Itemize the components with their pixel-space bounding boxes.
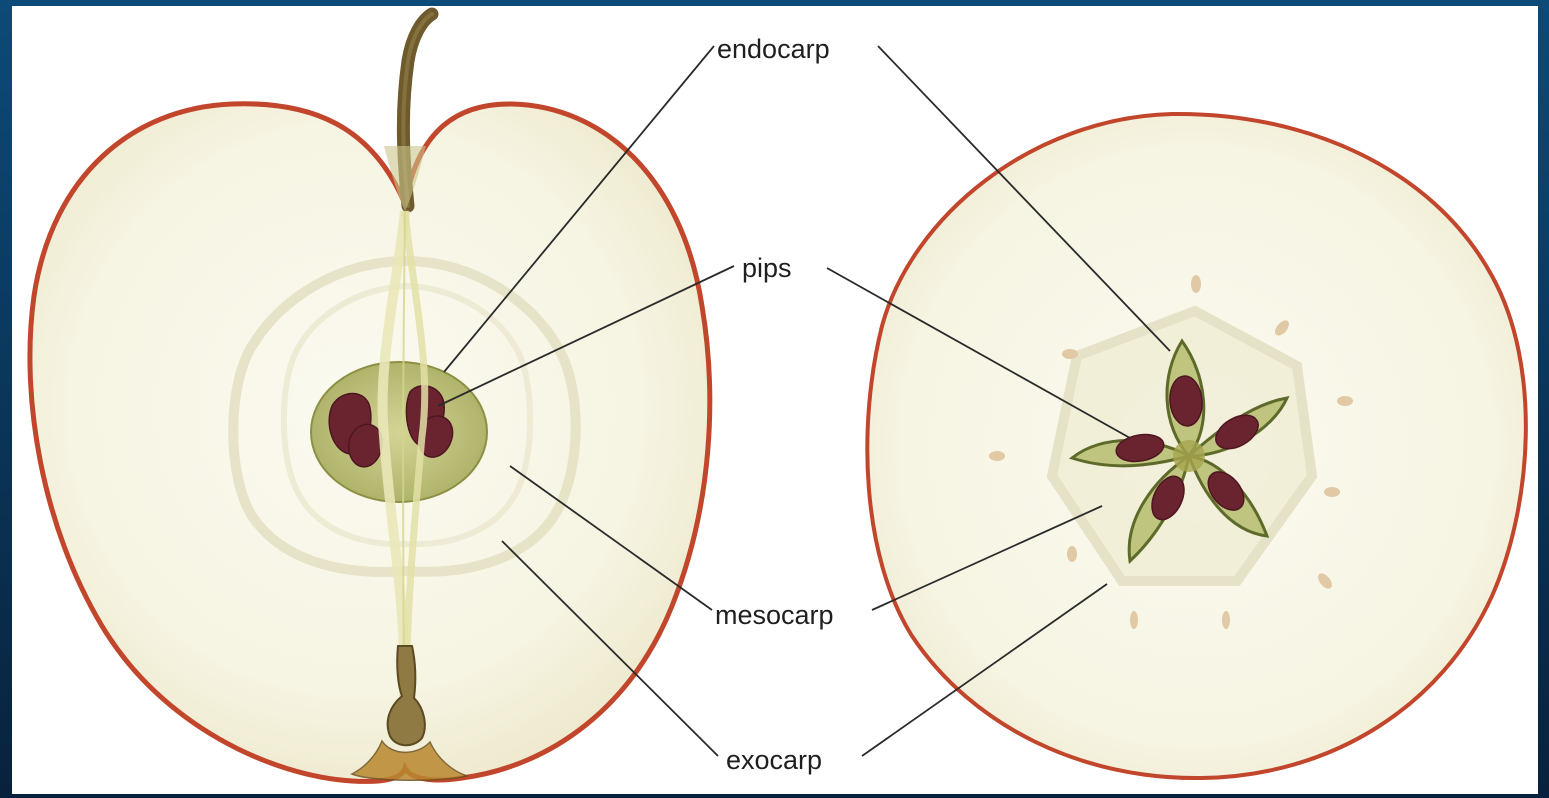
apple-diagram	[12, 6, 1538, 794]
right-core-centre	[1173, 440, 1205, 472]
apple-longitudinal-section	[30, 14, 710, 781]
label-mesocarp: mesocarp	[715, 600, 834, 631]
diagram-panel: endocarp pips mesocarp exocarp	[12, 6, 1538, 794]
apple-transverse-section	[867, 114, 1526, 778]
label-pips: pips	[742, 253, 792, 284]
label-exocarp: exocarp	[726, 745, 822, 776]
label-endocarp: endocarp	[717, 34, 830, 65]
